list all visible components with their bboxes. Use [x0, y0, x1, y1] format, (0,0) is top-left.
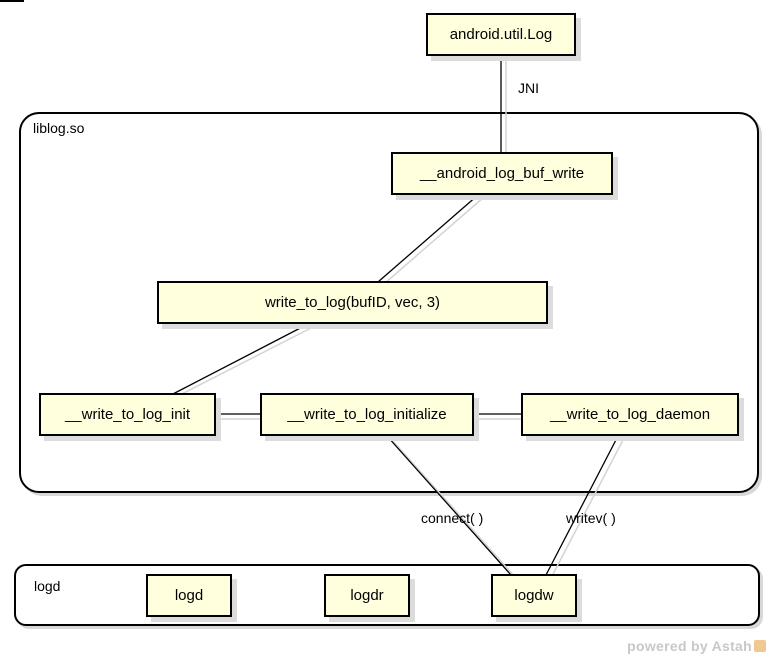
node-logd[interactable]: logd: [146, 574, 232, 617]
node-write-to-log[interactable]: write_to_log(bufID, vec, 3): [157, 281, 548, 324]
liblog-container-label: liblog.so: [33, 120, 85, 136]
corner-mark: [0, 0, 24, 2]
jni-label: JNI: [518, 80, 539, 96]
writev-label: writev( ): [566, 510, 616, 526]
node-android-log-buf-write[interactable]: __android_log_buf_write: [391, 152, 613, 195]
node-logdr[interactable]: logdr: [324, 574, 410, 617]
node-logdw[interactable]: logdw: [491, 574, 577, 617]
node-write-to-log-init[interactable]: __write_to_log_init: [39, 393, 216, 436]
node-android-util-log[interactable]: android.util.Log: [426, 13, 576, 56]
astah-watermark: powered by Astah: [627, 638, 766, 654]
node-write-to-log-daemon[interactable]: __write_to_log_daemon: [521, 393, 739, 436]
node-write-to-log-initialize[interactable]: __write_to_log_initialize: [260, 393, 474, 436]
connect-label: connect( ): [421, 510, 484, 526]
astah-logo-icon: [754, 640, 766, 652]
logd-container-label: logd: [34, 578, 61, 594]
watermark-text: powered by Astah: [627, 638, 752, 654]
